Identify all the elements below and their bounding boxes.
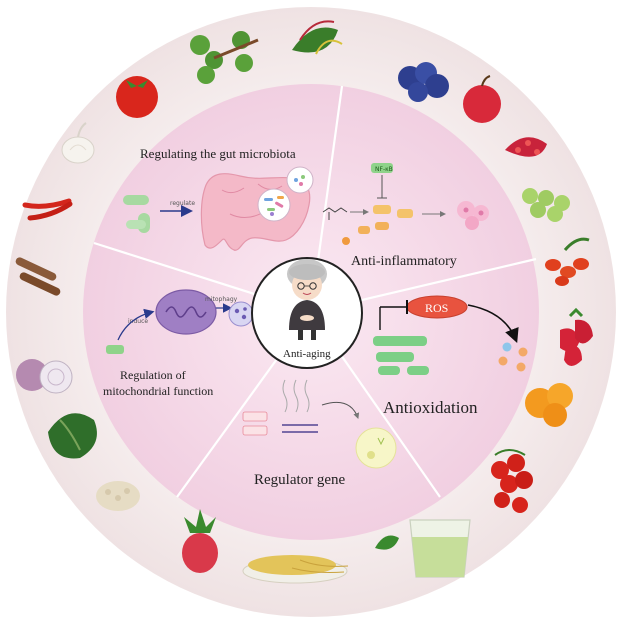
onion-icon [16, 359, 73, 394]
bacterium-shape [123, 195, 149, 205]
gene-sector-title: Regulator gene [254, 472, 346, 488]
gut-sector-title: Regulating the gut microbiota [140, 146, 296, 161]
microbe-bubble [286, 166, 314, 194]
microbe-cluster [264, 196, 284, 216]
broccoli-icon [190, 31, 259, 84]
gene-sector: Regulator gene [242, 379, 397, 488]
leafy-greens-icon [292, 20, 343, 55]
induce-arrow [117, 308, 155, 341]
center-badge: Anti-aging [251, 257, 363, 369]
oxidation-sector: ROS Antioxidation [373, 295, 528, 417]
inflammation-sector: NF-κB Anti-inflammatory [322, 163, 489, 269]
tomato-icon [116, 76, 158, 118]
antioxidant-box [373, 336, 427, 346]
mito-sector-title-line1: Regulation of [120, 368, 186, 382]
microbe-magnifier [257, 188, 291, 222]
nfkb-label: NF-κB [375, 166, 393, 173]
grain-icon [242, 555, 349, 584]
mitophagy-label: mitophagy [205, 296, 238, 303]
ros-arrow [467, 304, 519, 343]
green-juice-icon [375, 519, 471, 578]
enzyme-icon [502, 342, 512, 352]
blueberry-icon [398, 62, 449, 102]
center-label: Anti-aging [283, 348, 331, 360]
food-ring [15, 20, 593, 584]
cytokine-icon [342, 237, 350, 245]
raspberry-icon [505, 137, 547, 157]
inner-nfkb-box [373, 205, 391, 214]
cinnamon-icon [15, 257, 61, 296]
bacterium-shape [126, 220, 146, 229]
gene-arrow [321, 401, 360, 419]
chili-icon [22, 198, 73, 221]
compound-box [106, 345, 124, 354]
regulate-label: regulate [170, 200, 195, 207]
elderly-woman-icon [287, 259, 327, 340]
goji-berry-icon [545, 237, 590, 286]
nfkb-box [371, 163, 393, 173]
induce-label: induce [128, 318, 148, 325]
apple-icon [463, 75, 501, 123]
orange-icon [525, 383, 573, 427]
garlic-icon [61, 122, 95, 164]
molecule-shape [322, 207, 348, 220]
oxidation-sector-title: Antioxidation [383, 398, 478, 417]
mito-sector-title-line2: mitochondrial function [103, 384, 213, 398]
dna-strand-icon [282, 379, 310, 413]
inflammation-sector-title: Anti-inflammatory [351, 254, 457, 269]
beans-icon [96, 481, 140, 511]
cell-icon [355, 427, 397, 469]
cherry-tomato-icon [491, 449, 533, 513]
kale-icon [48, 413, 97, 459]
gut-sector: Regulating the gut microbiota regulate [123, 146, 314, 251]
strawberry-icon [560, 307, 593, 366]
grapes-icon [522, 188, 570, 222]
gene-box [242, 411, 268, 422]
pineapple-icon [182, 509, 218, 573]
gene-text-lines [282, 424, 318, 433]
autophagosome-icon [228, 301, 254, 327]
ros-label: ROS [425, 301, 448, 315]
